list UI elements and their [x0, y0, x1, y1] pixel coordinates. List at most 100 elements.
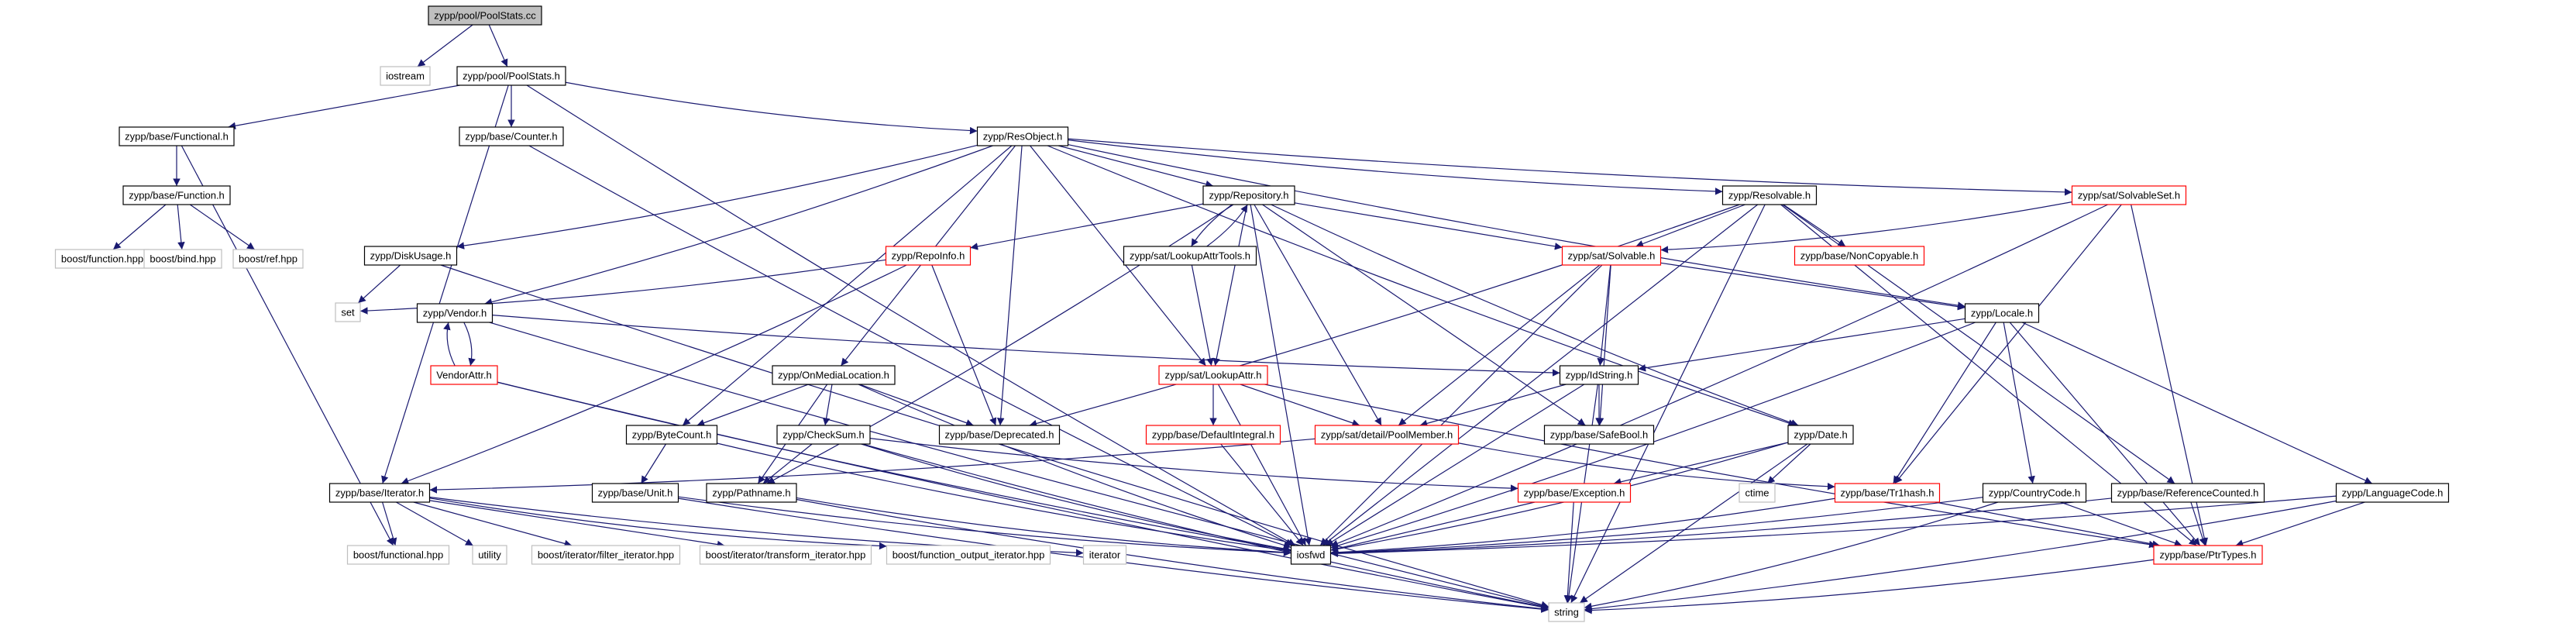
node-label: zypp/pool/PoolStats.cc: [434, 10, 536, 22]
node-onmedialocation-h[interactable]: zypp/OnMediaLocation.h: [772, 365, 896, 385]
edge-languagecode_h-to-iosfwd: [1330, 495, 2337, 558]
node-repository-h[interactable]: zypp/Repository.h: [1202, 185, 1295, 205]
edge-repository_h-to-iosfwd: [1250, 204, 1312, 546]
node-label: zypp/base/Functional.h: [125, 131, 229, 143]
node-referencecounted-h[interactable]: zypp/base/ReferenceCounted.h: [2110, 483, 2265, 503]
edge-solvable_h-to-iosfwd: [1319, 264, 1603, 546]
edge-date_h-to-iosfwd: [1330, 442, 1789, 553]
edge-ptrtypes_h-to-string: [1584, 559, 2155, 615]
node-poolmember-h[interactable]: zypp/sat/detail/PoolMember.h: [1314, 425, 1460, 445]
node-label: zypp/Repository.h: [1209, 190, 1288, 201]
edge-locale_h-to-idstring_h: [1638, 318, 1966, 372]
node-locale-h[interactable]: zypp/Locale.h: [1964, 303, 2040, 323]
node-boost-ref: boost/ref.hpp: [232, 249, 304, 269]
node-lookupattr-h[interactable]: zypp/sat/LookupAttr.h: [1158, 365, 1268, 385]
node-functional-h[interactable]: zypp/base/Functional.h: [119, 126, 235, 146]
node-repoinfo-h[interactable]: zypp/RepoInfo.h: [885, 246, 972, 266]
node-box: [1290, 545, 1332, 565]
edge-counter_h-to-iosfwd: [528, 145, 1294, 546]
node-label: boost/functional.hpp: [353, 549, 443, 561]
node-label: zypp/ByteCount.h: [632, 429, 712, 441]
node-box: [335, 302, 361, 322]
edge-resobject_h-to-lookupattr_h: [1030, 145, 1206, 367]
node-ptrtypes-h[interactable]: zypp/base/PtrTypes.h: [2153, 545, 2263, 565]
node-label: zypp/Locale.h: [1971, 308, 2033, 319]
edge-solvable_h-to-locale_h: [1660, 262, 1966, 311]
edge-pathname_h-to-iosfwd: [796, 497, 1291, 556]
node-diskusage-h[interactable]: zypp/DiskUsage.h: [363, 246, 458, 266]
node-iosfwd[interactable]: iosfwd: [1290, 545, 1332, 565]
edge-vendor_h-to-string: [489, 322, 1549, 610]
edge-exception_h-to-string: [1563, 501, 1574, 604]
node-pathname-h[interactable]: zypp/Pathname.h: [706, 483, 797, 503]
node-idstring-h[interactable]: zypp/IdString.h: [1559, 365, 1639, 385]
edge-date_h-to-ctime: [1766, 443, 1811, 484]
edge-resobject_h-to-date_h: [1047, 145, 1797, 427]
node-noncopyable-h[interactable]: zypp/base/NonCopyable.h: [1794, 246, 1925, 266]
node-label: zypp/base/Unit.h: [598, 487, 673, 499]
node-box: [1739, 483, 1776, 503]
edge-vendor_h-to-idstring_h: [492, 315, 1560, 377]
node-iterator-h[interactable]: zypp/base/Iterator.h: [328, 483, 431, 503]
node-countrycode-h[interactable]: zypp/CountryCode.h: [1982, 483, 2087, 503]
node-safebool-h[interactable]: zypp/base/SafeBool.h: [1543, 425, 1655, 445]
node-label: zypp/base/PtrTypes.h: [2159, 549, 2256, 561]
node-box: [122, 185, 231, 205]
node-label: zypp/OnMediaLocation.h: [778, 370, 889, 381]
node-exception-h[interactable]: zypp/base/Exception.h: [1517, 483, 1632, 503]
node-box: [416, 303, 494, 323]
edge-countrycode_h-to-iosfwd: [1330, 497, 1983, 557]
node-boost-functional: boost/functional.hpp: [346, 545, 450, 565]
edge-locale_h-to-ptrtypes_h: [2009, 322, 2201, 546]
node-label: zypp/Pathname.h: [712, 487, 790, 499]
edge-tr1hash_h-to-iosfwd: [1330, 497, 1835, 556]
node-box: [938, 425, 1061, 445]
node-vendorattr-h[interactable]: VendorAttr.h: [430, 365, 498, 385]
edge-repository_h-to-date_h: [1271, 204, 1799, 427]
edge-diskusage_h-to-set: [357, 264, 401, 304]
node-box: [1548, 602, 1585, 622]
node-solvableset-h[interactable]: zypp/sat/SolvableSet.h: [2071, 185, 2187, 205]
node-languagecode-h[interactable]: zypp/LanguageCode.h: [2335, 483, 2450, 503]
node-boost-function: boost/function.hpp: [54, 249, 150, 269]
node-function-h[interactable]: zypp/base/Function.h: [122, 185, 231, 205]
edge-function_h-to-boost_function: [112, 204, 167, 250]
node-checksum-h[interactable]: zypp/CheckSum.h: [776, 425, 871, 445]
node-label: zypp/Resolvable.h: [1728, 190, 1811, 201]
node-lookupattrtools-h[interactable]: zypp/sat/LookupAttrTools.h: [1123, 246, 1257, 266]
node-resobject-h[interactable]: zypp/ResObject.h: [976, 126, 1069, 146]
node-deprecated-h[interactable]: zypp/base/Deprecated.h: [938, 425, 1061, 445]
node-unit-h[interactable]: zypp/base/Unit.h: [591, 483, 679, 503]
node-label: zypp/base/Iterator.h: [335, 487, 424, 499]
node-tr1hash-h[interactable]: zypp/base/Tr1hash.h: [1834, 483, 1941, 503]
node-poolstats-h[interactable]: zypp/pool/PoolStats.h: [456, 66, 566, 86]
node-root[interactable]: zypp/pool/PoolStats.cc: [428, 5, 542, 26]
node-defaultintegral-h[interactable]: zypp/base/DefaultIntegral.h: [1145, 425, 1281, 445]
node-bytecount-h[interactable]: zypp/ByteCount.h: [625, 425, 718, 445]
edge-solvableset_h-to-solvable_h: [1660, 201, 2072, 253]
edge-resobject_h-to-resolvable_h: [1068, 139, 1723, 195]
edge-repository_h-to-lookupattr_h: [1212, 204, 1248, 367]
node-label: zypp/DiskUsage.h: [370, 250, 452, 262]
node-label: zypp/Date.h: [1794, 429, 1847, 441]
edge-referencecounted_h-to-iosfwd: [1330, 497, 2112, 557]
node-date-h[interactable]: zypp/Date.h: [1787, 425, 1854, 445]
edge-solvable_h-to-safebool_h: [1596, 264, 1611, 426]
node-box: [1158, 365, 1268, 385]
edge-iterator_h-to-function_output_iterator: [429, 497, 887, 550]
node-label: zypp/base/Function.h: [129, 190, 225, 201]
node-box: [1982, 483, 2087, 503]
node-resolvable-h[interactable]: zypp/Resolvable.h: [1721, 185, 1818, 205]
edge-repository_h-to-repoinfo_h: [970, 203, 1204, 250]
edge-onmedialocation_h-to-deprecated_h: [859, 384, 974, 427]
edge-countrycode_h-to-string: [1584, 501, 1999, 611]
edge-solvableset_h-to-tr1hash_h: [1894, 204, 2122, 484]
node-solvable-h[interactable]: zypp/sat/Solvable.h: [1561, 246, 1662, 266]
node-vendor-h[interactable]: zypp/Vendor.h: [416, 303, 494, 323]
edge-resolvable_h-to-referencecounted_h: [1782, 204, 2175, 484]
edge-iterator_h-to-filter_iterator: [413, 501, 573, 548]
edge-lookupattr_h-to-poolmember_h: [1240, 384, 1360, 427]
node-counter-h[interactable]: zypp/base/Counter.h: [459, 126, 564, 146]
node-label: iterator: [1089, 549, 1121, 561]
